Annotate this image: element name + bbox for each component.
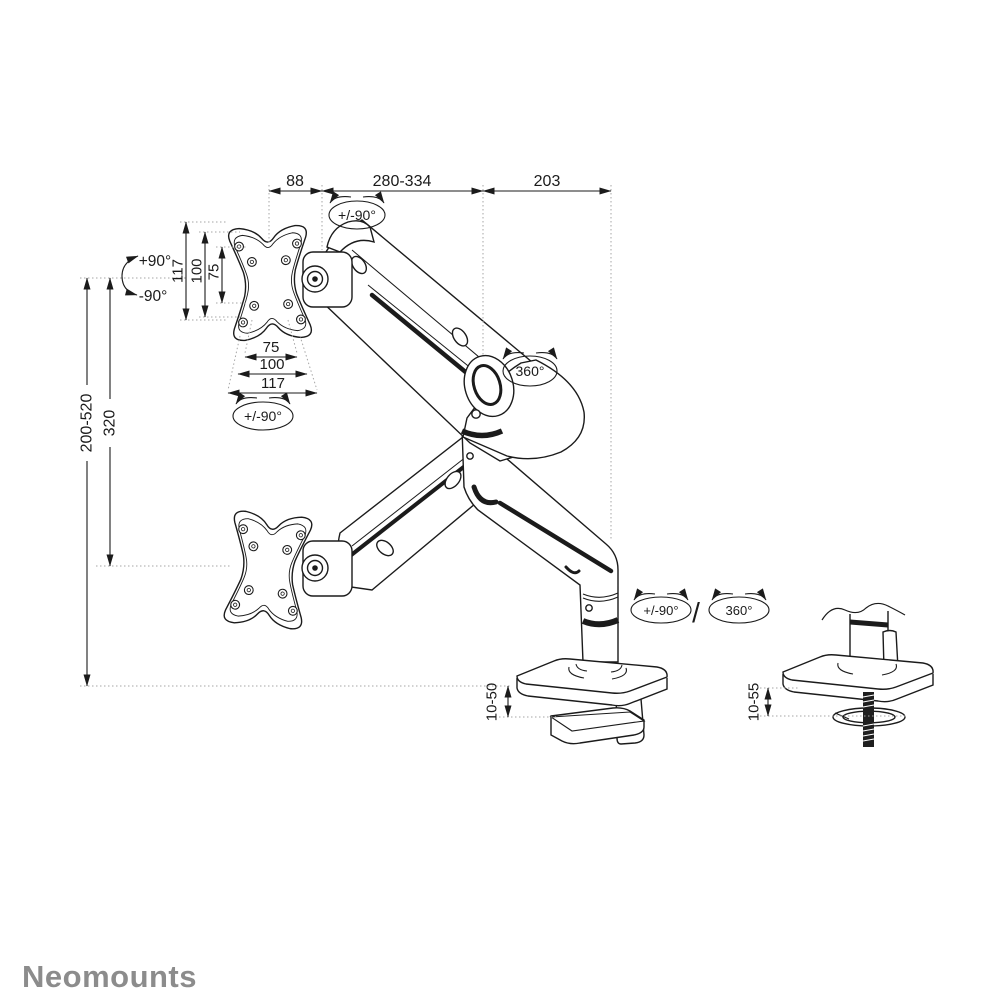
grommet-bolt (862, 692, 875, 747)
svg-text:+/-90°: +/-90° (643, 603, 678, 618)
desk-clamp-base (516, 658, 668, 745)
rotation-annotations: +/-90° +90° -90° +/-90° 360° +/-90° (121, 191, 770, 628)
dim-vesa-100v: 100 (189, 258, 206, 283)
dim-10-55: 10-55 (746, 683, 763, 721)
clamp-plate-top (516, 658, 668, 694)
svg-text:+/-90°: +/-90° (244, 408, 282, 424)
svg-text:360°: 360° (726, 603, 753, 618)
dim-vesa-75v: 75 (206, 264, 223, 281)
rotation-vesa: +/-90° (232, 392, 294, 431)
pole-collar (581, 617, 620, 628)
dim-vesa-100h: 100 (259, 356, 284, 373)
dim-203: 203 (534, 173, 561, 190)
pole-assembly (461, 427, 620, 663)
rotation-tilt: +90° -90° (121, 253, 172, 305)
dim-vesa-117v: 117 (170, 259, 187, 283)
vesa-plate-raised (227, 224, 313, 342)
elbow-collar (460, 428, 504, 439)
svg-text:360°: 360° (516, 363, 545, 379)
grommet-collar (849, 619, 889, 628)
dim-vesa-117h: 117 (261, 375, 285, 392)
vesa-plate-lowered (222, 509, 314, 631)
rotation-arm-360: 360° (502, 347, 558, 387)
svg-text:+/-90°: +/-90° (338, 207, 376, 223)
dim-vesa-75h: 75 (263, 339, 280, 356)
dim-88: 88 (286, 173, 304, 190)
dim-280-334: 280-334 (373, 173, 432, 190)
dim-320: 320 (102, 410, 119, 437)
tilt-up-label: +90° (139, 253, 172, 270)
grommet-base-view (782, 602, 934, 747)
dim-200-520: 200-520 (79, 394, 96, 453)
rotation-base-360: 360° (708, 588, 770, 624)
neomounts-logo: Neomounts (22, 959, 197, 994)
rotation-separator: / (692, 597, 700, 628)
pole-break-line (821, 602, 906, 621)
tilt-down-label: -90° (139, 288, 168, 305)
dim-10-50: 10-50 (484, 683, 501, 721)
rotation-base-swivel: +/-90° (630, 588, 692, 624)
grommet-plate-top (782, 654, 934, 690)
label-backgrounds (78, 385, 119, 461)
dimension-labels: 88 280-334 203 200-520 320 117 100 75 75… (79, 173, 763, 721)
elbow-joint (460, 354, 585, 460)
rotation-head-swivel: +/-90° (328, 191, 386, 230)
